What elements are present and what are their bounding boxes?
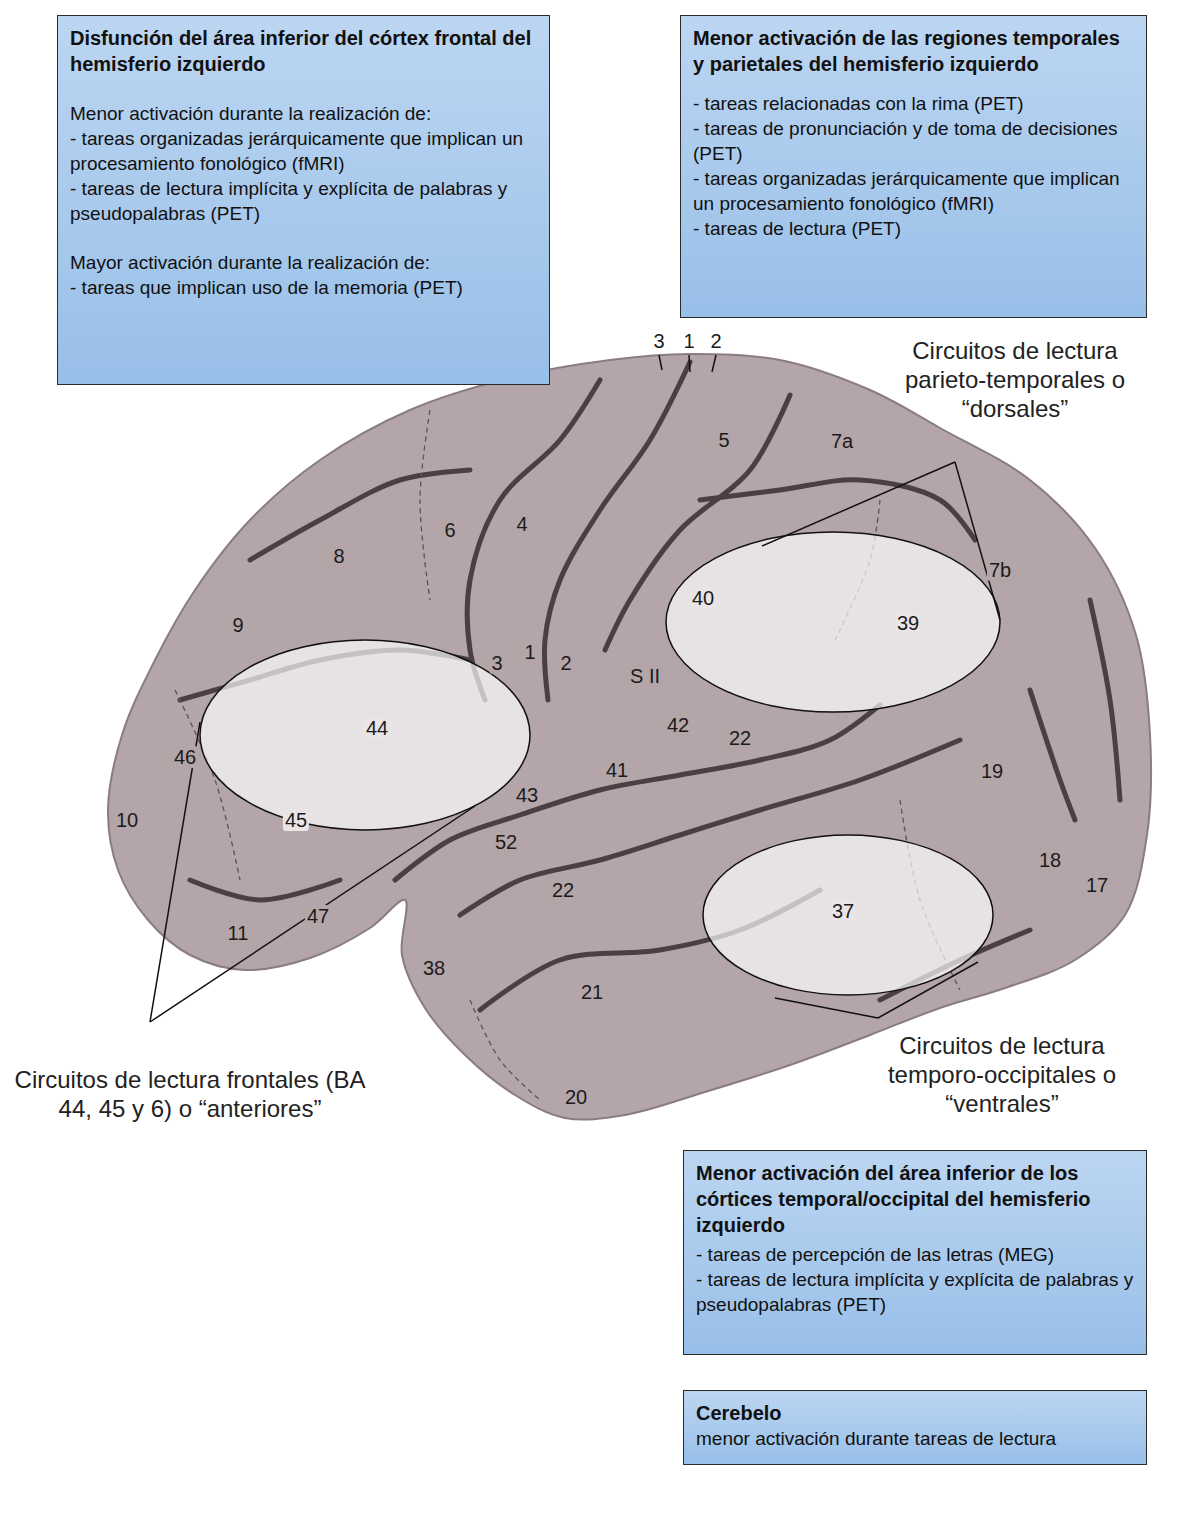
leader-line — [150, 722, 200, 1022]
area-number: 44 — [364, 717, 390, 739]
area-number: 1 — [522, 641, 537, 663]
area-number: 39 — [895, 612, 921, 634]
circuit-ellipse — [200, 640, 530, 830]
sulcus-line — [1030, 690, 1075, 820]
box-text: - tareas de pronunciación y de toma de d… — [693, 116, 1134, 166]
box-text: - tareas de lectura (PET) — [693, 216, 1134, 241]
circuit-caption: Circuitos de lectura parieto-temporales … — [875, 337, 1155, 423]
box-heading: Cerebelo — [696, 1400, 1134, 1426]
leader-line — [878, 962, 978, 1018]
info-box: Cerebelomenor activación durante tareas … — [683, 1390, 1147, 1465]
box-text: - tareas que implican uso de la memoria … — [70, 275, 537, 300]
sulcus-line — [250, 470, 470, 560]
box-text: - tareas organizadas jerárquicamente que… — [693, 166, 1134, 216]
area-number: 22 — [727, 727, 753, 749]
leader-line — [775, 998, 878, 1018]
leader-line — [659, 355, 662, 370]
circuit-highlights — [200, 532, 1000, 995]
box-text: menor activación durante tareas de lectu… — [696, 1426, 1134, 1451]
box-text: Menor activación durante la realización … — [70, 101, 537, 126]
sulcus-line — [1090, 600, 1120, 800]
area-number: 41 — [604, 759, 630, 781]
area-number: 40 — [690, 587, 716, 609]
sulcus-line — [545, 362, 690, 700]
box-text: - tareas de lectura implícita y explícit… — [696, 1267, 1134, 1317]
area-number: 20 — [563, 1086, 589, 1108]
area-number: 47 — [305, 905, 331, 927]
box-text: - tareas relacionadas con la rima (PET) — [693, 91, 1134, 116]
leader-line — [762, 462, 955, 546]
box-heading: Menor activación de las regiones tempora… — [693, 25, 1134, 77]
box-text: - tareas de percepción de las letras (ME… — [696, 1242, 1134, 1267]
area-borders — [175, 410, 960, 1100]
brain-outline — [108, 354, 1151, 1120]
area-number: 3 — [651, 330, 666, 352]
area-number: 37 — [830, 900, 856, 922]
info-box: Menor activación de las regiones tempora… — [680, 15, 1147, 318]
area-number: 46 — [172, 746, 198, 768]
info-box: Disfunción del área inferior del córtex … — [57, 15, 550, 385]
area-number: 17 — [1084, 874, 1110, 896]
box-text: - tareas de lectura implícita y explícit… — [70, 176, 537, 226]
area-number: 9 — [230, 614, 245, 636]
area-number: 21 — [579, 981, 605, 1003]
area-number: 5 — [716, 429, 731, 451]
area-border — [470, 1000, 540, 1100]
area-number: S II — [628, 665, 662, 687]
area-number: 7b — [987, 559, 1013, 581]
leader-line — [955, 462, 1000, 620]
area-number: 4 — [514, 513, 529, 535]
circuit-caption: Circuitos de lectura frontales (BA 44, 4… — [5, 1066, 375, 1124]
circuit-ellipse — [703, 835, 993, 995]
area-number: 45 — [283, 809, 309, 831]
area-number: 10 — [114, 809, 140, 831]
area-number: 3 — [489, 652, 504, 674]
area-number: 22 — [550, 879, 576, 901]
leader-line — [150, 806, 475, 1022]
sulci — [180, 362, 1120, 1010]
leader-line — [689, 355, 690, 372]
area-number: 19 — [979, 760, 1005, 782]
area-number: 43 — [514, 784, 540, 806]
leader-lines — [150, 355, 1000, 1022]
box-text: - tareas organizadas jerárquicamente que… — [70, 126, 537, 176]
circuit-ellipse — [666, 532, 1000, 712]
area-number: 1 — [681, 330, 696, 352]
area-number: 18 — [1037, 849, 1063, 871]
box-text: Mayor activación durante la realización … — [70, 250, 537, 275]
area-number: 7a — [829, 430, 855, 452]
info-box: Menor activación del área inferior de lo… — [683, 1150, 1147, 1355]
area-border — [420, 410, 430, 600]
area-number: 38 — [421, 957, 447, 979]
area-number: 2 — [708, 330, 723, 352]
circuit-caption: Circuitos de lectura temporo-occipitales… — [857, 1032, 1147, 1118]
box-heading: Menor activación del área inferior de lo… — [696, 1160, 1134, 1238]
area-number: 42 — [665, 714, 691, 736]
area-number: 52 — [493, 831, 519, 853]
area-number: 11 — [226, 922, 251, 944]
area-number: 2 — [558, 652, 573, 674]
sulcus-line — [190, 880, 340, 900]
area-number: 6 — [442, 519, 457, 541]
leader-line — [712, 355, 716, 372]
sulcus-line — [700, 480, 975, 540]
area-number: 8 — [331, 545, 346, 567]
box-heading: Disfunción del área inferior del córtex … — [70, 25, 537, 77]
